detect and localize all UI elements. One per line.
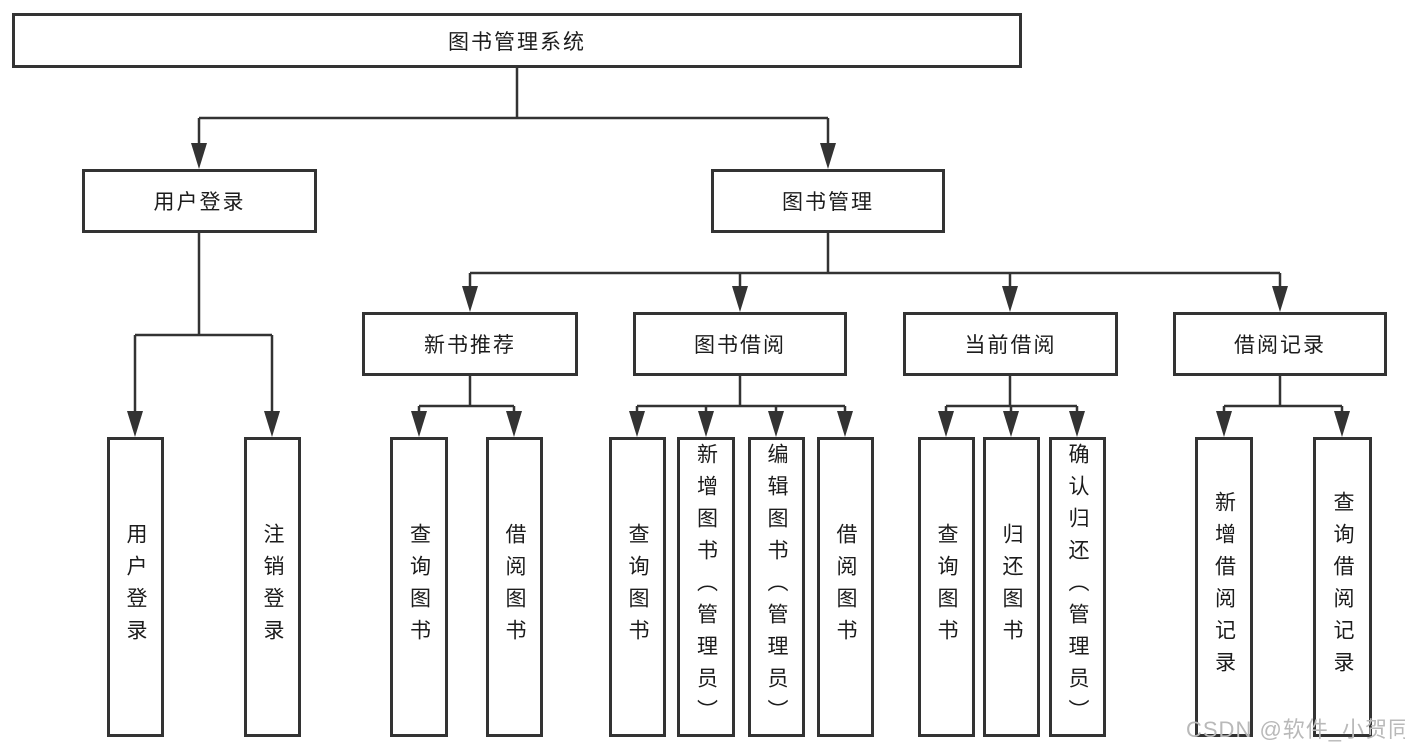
connector-book-borrow-to-children	[635, 376, 847, 421]
arrow-down-icon	[191, 143, 207, 169]
arrow-down-icon	[938, 411, 954, 437]
leaf-return-book: 归还图书	[983, 437, 1040, 737]
node-label: 查询图书	[626, 523, 649, 651]
leaf-query-book-current: 查询图书	[918, 437, 975, 737]
leaf-query-book-borrow: 查询图书	[609, 437, 666, 737]
node-book-management: 图书管理	[711, 169, 945, 233]
node-label: 归还图书	[1000, 523, 1023, 651]
leaf-borrow-book-recommend: 借阅图书	[486, 437, 543, 737]
leaf-borrow-book: 借阅图书	[817, 437, 874, 737]
arrow-down-icon	[1334, 411, 1350, 437]
arrow-down-icon	[768, 411, 784, 437]
leaf-add-borrow-record: 新增借阅记录	[1195, 437, 1253, 737]
leaf-query-book-recommend: 查询图书	[390, 437, 448, 737]
node-label: 新书推荐	[424, 334, 516, 357]
node-user-login: 用户登录	[82, 169, 317, 233]
arrow-down-icon	[837, 411, 853, 437]
connector-book-mgmt-to-level3	[468, 233, 1282, 296]
arrow-down-icon	[1069, 411, 1085, 437]
node-label: 用户登录	[124, 523, 147, 651]
node-current-borrowing: 当前借阅	[903, 312, 1118, 376]
node-label: 新增图书（管理员）	[694, 443, 718, 731]
arrow-down-icon	[732, 286, 748, 312]
arrow-down-icon	[1272, 286, 1288, 312]
arrow-down-icon	[629, 411, 645, 437]
node-label: 确认归还（管理员）	[1066, 443, 1089, 731]
node-label: 查询图书	[407, 523, 431, 651]
node-label: 借阅图书	[834, 523, 857, 651]
arrow-down-icon	[698, 411, 714, 437]
node-label: 当前借阅	[964, 334, 1057, 357]
arrow-down-icon	[1002, 286, 1018, 312]
node-borrow-records: 借阅记录	[1173, 312, 1387, 376]
node-label: 借阅图书	[503, 523, 526, 651]
node-label: 用户登录	[153, 191, 246, 214]
leaf-query-borrow-record: 查询借阅记录	[1313, 437, 1372, 737]
node-label: 图书管理	[782, 191, 874, 214]
leaf-logout: 注销登录	[244, 437, 301, 737]
arrow-down-icon	[820, 143, 836, 169]
leaf-add-book-admin: 新增图书（管理员）	[677, 437, 735, 737]
arrow-down-icon	[264, 411, 280, 437]
arrow-down-icon	[1216, 411, 1232, 437]
node-library-management-system: 图书管理系统	[12, 13, 1022, 68]
connector-borrow-records-to-children	[1222, 376, 1344, 421]
node-label: 注销登录	[261, 523, 284, 651]
node-label: 编辑图书（管理员）	[765, 443, 788, 731]
arrow-down-icon	[127, 411, 143, 437]
node-label: 查询图书	[935, 523, 958, 651]
node-book-borrowing: 图书借阅	[633, 312, 847, 376]
connector-new-book-rec-to-children	[417, 376, 516, 421]
node-label: 新增借阅记录	[1212, 491, 1236, 683]
csdn-watermark: CSDN @软件_小贺同学	[1186, 717, 1405, 742]
leaf-confirm-return-admin: 确认归还（管理员）	[1049, 437, 1106, 737]
arrow-down-icon	[506, 411, 522, 437]
arrowhead-icons	[127, 143, 1350, 437]
node-label: 图书借阅	[694, 334, 786, 357]
node-label: 查询借阅记录	[1331, 491, 1354, 683]
node-label: 图书管理系统	[448, 30, 586, 54]
connector-root-to-level2	[197, 68, 830, 153]
node-label: 借阅记录	[1234, 334, 1326, 357]
arrow-down-icon	[462, 286, 478, 312]
arrow-down-icon	[411, 411, 427, 437]
leaf-user-login: 用户登录	[107, 437, 164, 737]
connector-user-login-to-children	[133, 233, 274, 421]
leaf-edit-book-admin: 编辑图书（管理员）	[748, 437, 805, 737]
arrow-down-icon	[1003, 411, 1019, 437]
node-new-book-recommend: 新书推荐	[362, 312, 578, 376]
